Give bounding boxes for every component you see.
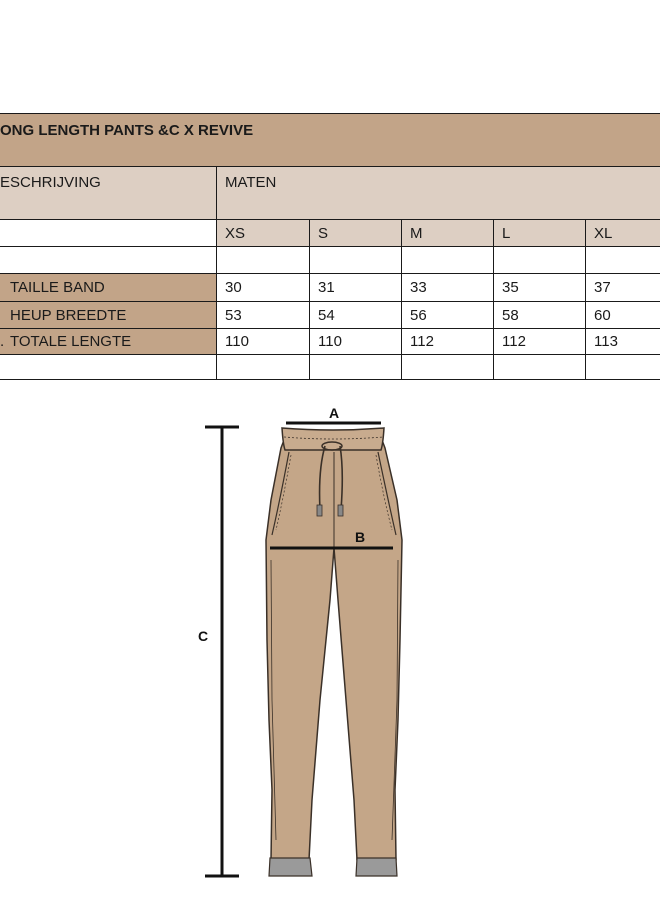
- value-taille-s: 31: [310, 274, 402, 302]
- value-lengte-xs: 110: [217, 329, 310, 355]
- empty-row-cell: [217, 247, 310, 274]
- size-label-m: M: [402, 220, 494, 247]
- table-top-border: [0, 113, 660, 114]
- table-title: ONG LENGTH PANTS &C X REVIVE: [0, 114, 660, 167]
- empty-row-cell: [402, 247, 494, 274]
- row-label-totale-lengte: . TOTALE LENGTE: [0, 329, 217, 355]
- description-header: ESCHRIJVING: [0, 167, 217, 220]
- value-lengte-xl: 113: [586, 329, 660, 355]
- pants-icon: [265, 427, 403, 877]
- value-lengte-s: 110: [310, 329, 402, 355]
- measure-c-line: [205, 425, 239, 878]
- empty-row-cell: [310, 247, 402, 274]
- size-label-blank: [0, 220, 217, 247]
- row-label-text: TOTALE LENGTE: [10, 333, 132, 350]
- label-b: B: [355, 529, 365, 545]
- bottom-row-cell: [0, 355, 217, 380]
- value-lengte-l: 112: [494, 329, 586, 355]
- bottom-row-cell: [586, 355, 660, 380]
- empty-row-cell: [494, 247, 586, 274]
- value-taille-xl: 37: [586, 274, 660, 302]
- bottom-row-cell: [310, 355, 402, 380]
- size-label-s: S: [310, 220, 402, 247]
- size-label-l: L: [494, 220, 586, 247]
- label-c: C: [198, 628, 208, 644]
- row-prefix-fragment: .: [0, 333, 5, 350]
- value-taille-m: 33: [402, 274, 494, 302]
- bottom-row-cell: [402, 355, 494, 380]
- row-label-heup-breedte: HEUP BREEDTE: [0, 302, 217, 329]
- empty-row-cell: [586, 247, 660, 274]
- size-label-xs: XS: [217, 220, 310, 247]
- label-a: A: [329, 405, 339, 421]
- value-lengte-m: 112: [402, 329, 494, 355]
- bottom-row-cell: [217, 355, 310, 380]
- value-heup-xs: 53: [217, 302, 310, 329]
- value-heup-s: 54: [310, 302, 402, 329]
- value-taille-xs: 30: [217, 274, 310, 302]
- value-heup-xl: 60: [586, 302, 660, 329]
- size-label-xl: XL: [586, 220, 660, 247]
- sizes-header: MATEN: [217, 167, 660, 220]
- value-heup-l: 58: [494, 302, 586, 329]
- bottom-row-cell: [494, 355, 586, 380]
- row-label-taille-band: TAILLE BAND: [0, 274, 217, 302]
- empty-row-cell: [0, 247, 217, 274]
- value-taille-l: 35: [494, 274, 586, 302]
- value-heup-m: 56: [402, 302, 494, 329]
